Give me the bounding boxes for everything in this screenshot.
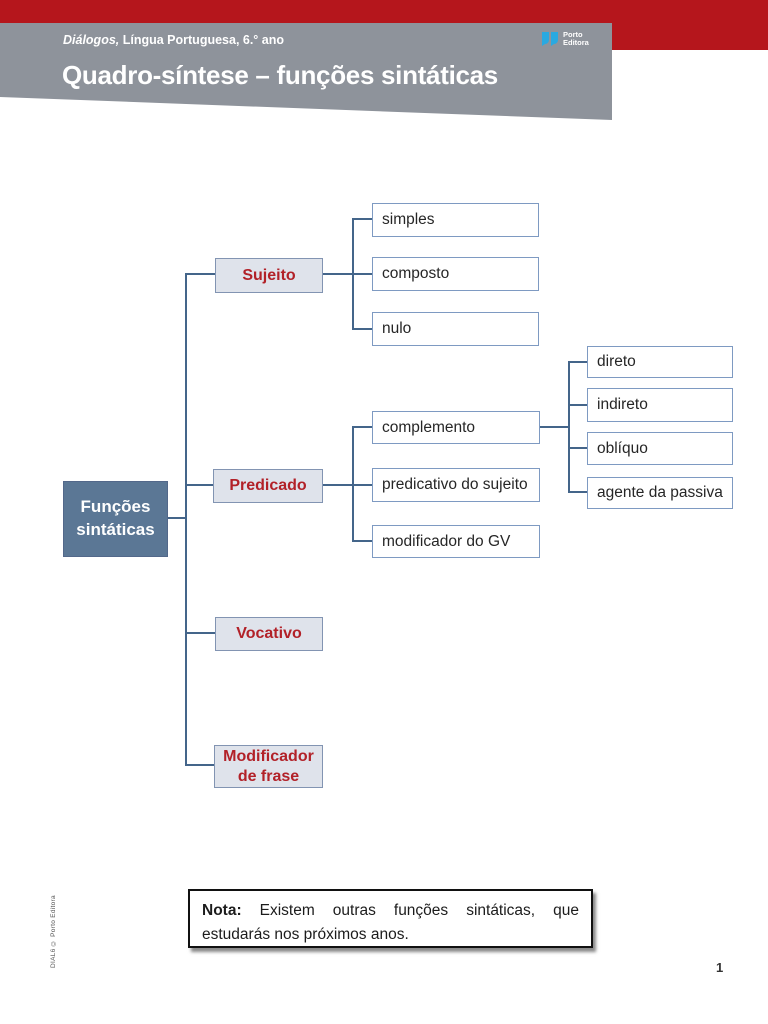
connector-to-nulo <box>352 328 372 330</box>
connector-to-simples <box>352 218 372 220</box>
connector-to-predicado <box>186 484 213 486</box>
connector-to-sujeito <box>186 273 215 275</box>
porto-editora-logo: Porto Editora <box>541 31 589 52</box>
connector-complemento-rail <box>568 361 570 493</box>
connector-to-predicativo <box>352 484 372 486</box>
connector-to-direto <box>568 361 587 363</box>
node-funcoes-sintaticas: Funções sintáticas <box>63 481 168 557</box>
page-number: 1 <box>716 960 724 975</box>
node-direto: direto <box>587 346 733 378</box>
copyright-side-text: DIAL6 © Porto Editora <box>50 895 57 968</box>
node-modificador-do-gv: modificador do GV <box>372 525 540 558</box>
node-composto: composto <box>372 257 539 291</box>
series-title: Diálogos, Língua Portuguesa, 6.° ano <box>63 33 284 47</box>
connector-to-vocativo <box>186 632 215 634</box>
page-title: Quadro-síntese – funções sintáticas <box>62 60 498 90</box>
connector-to-indireto <box>568 404 587 406</box>
connector-to-obliquo <box>568 447 587 449</box>
connector-to-agente <box>568 491 587 493</box>
node-complemento: complemento <box>372 411 540 444</box>
connector-complemento-branch <box>540 426 569 428</box>
connector-to-modificador-frase <box>186 764 214 766</box>
connector-to-complemento <box>352 426 372 428</box>
logo-line2: Editora <box>563 38 589 47</box>
root-label-line1: Funções <box>80 497 151 517</box>
root-label-line2: sintáticas <box>76 520 155 539</box>
node-modificador-de-frase: Modificador de frase <box>214 745 323 788</box>
porto-editora-wordmark: Porto Editora <box>563 31 589 47</box>
node-predicado: Predicado <box>213 469 323 503</box>
node-agente-da-passiva: agente da passiva <box>587 477 733 509</box>
node-predicativo-do-sujeito: predicativo do sujeito <box>372 468 540 502</box>
connector-predicado-branch <box>323 484 353 486</box>
node-vocativo: Vocativo <box>215 617 323 651</box>
node-nulo: nulo <box>372 312 539 346</box>
node-indireto: indireto <box>587 388 733 422</box>
note-box: Nota: Existem outras funções sintáticas,… <box>188 889 593 948</box>
logo-line1: Porto <box>563 30 583 39</box>
node-sujeito-label: Sujeito <box>242 266 296 284</box>
node-modificador-frase-line2: de frase <box>237 767 300 785</box>
series-title-rest: Língua Portuguesa, 6.° ano <box>119 33 285 47</box>
node-modificador-frase-line1: Modificador <box>223 748 314 766</box>
connector-to-modificador-gv <box>352 540 372 542</box>
connector-root <box>168 517 186 519</box>
node-vocativo-label: Vocativo <box>236 625 302 643</box>
node-sujeito: Sujeito <box>215 258 323 293</box>
node-simples: simples <box>372 203 539 237</box>
note-label: Nota: <box>202 902 242 919</box>
connector-trunk <box>185 273 187 766</box>
series-title-italic: Diálogos, <box>63 33 120 47</box>
porto-editora-icon <box>541 31 559 52</box>
connector-to-composto <box>352 273 372 275</box>
node-predicado-label: Predicado <box>229 477 307 495</box>
note-text: Existem outras funções sintáticas, que e… <box>202 902 579 944</box>
node-obliquo: oblíquo <box>587 432 733 465</box>
connector-sujeito-branch <box>323 273 353 275</box>
